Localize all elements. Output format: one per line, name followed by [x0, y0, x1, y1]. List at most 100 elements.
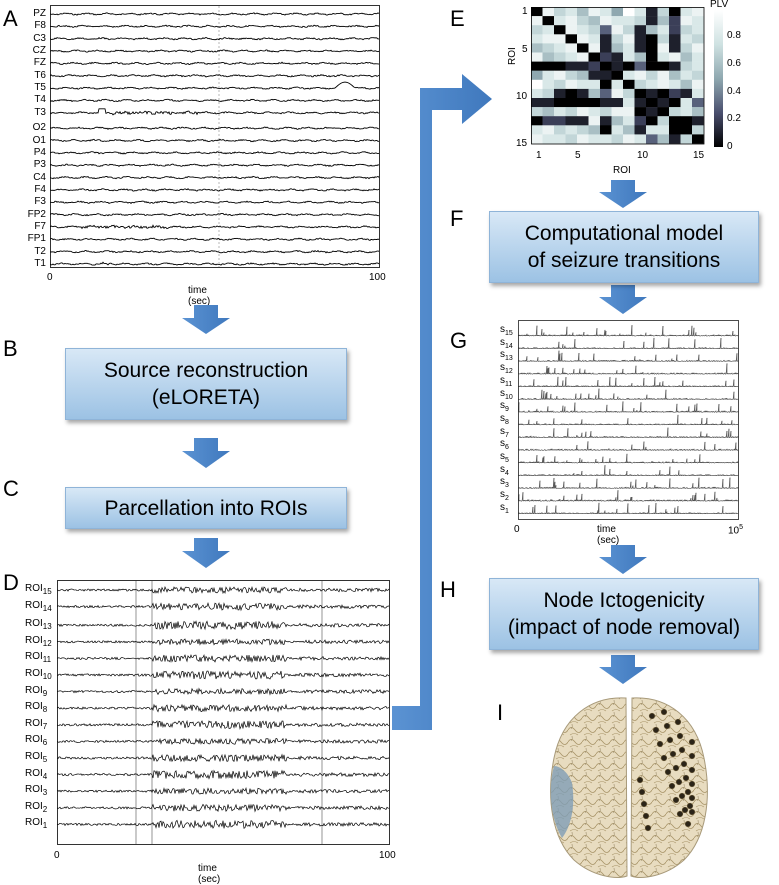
eeg-trace — [50, 49, 380, 53]
heatmap-cell — [669, 52, 681, 62]
eeg-trace — [50, 163, 380, 168]
electrode — [688, 752, 696, 760]
heatmap-cell — [611, 79, 624, 90]
heatmap-cell — [577, 88, 589, 99]
heatmap-cell — [692, 125, 704, 135]
state-label: s1 — [500, 501, 509, 515]
heatmap-cell — [680, 25, 693, 35]
heatmap-cell — [588, 88, 601, 99]
heatmap-cell — [565, 52, 578, 62]
arrow-a-to-b — [182, 305, 230, 334]
heatmap-cell — [565, 7, 578, 17]
heatmap-cell — [657, 34, 670, 44]
heatmap-cell — [669, 79, 681, 90]
heatmap-cell — [611, 88, 624, 99]
heatmap-cell — [611, 116, 624, 126]
state-trace — [518, 414, 739, 426]
eeg-channel-label: PZ — [33, 8, 46, 19]
roi-trace — [57, 769, 390, 780]
heatmap-cell — [554, 70, 566, 80]
heatmap-cell — [634, 98, 647, 108]
heatmap-cell — [600, 70, 612, 80]
heatmap-cell — [657, 61, 670, 71]
heatmap-cell — [611, 134, 624, 144]
eeg-channel-label: F3 — [34, 196, 46, 208]
heatmap-cell — [669, 88, 681, 99]
heatmap-cell — [657, 70, 670, 80]
heatmap-cell — [646, 34, 658, 44]
roi-trace — [57, 687, 390, 696]
eeg-xtick-100: 100 — [369, 272, 386, 283]
heatmap-cell — [588, 125, 601, 135]
electrode — [681, 806, 689, 814]
heatmap-cell — [554, 88, 566, 99]
heatmap-cell — [680, 52, 693, 62]
eeg-channel-label: T2 — [34, 245, 46, 257]
state-trace — [518, 441, 739, 452]
roi-trace — [57, 719, 390, 730]
heatmap-cell — [634, 134, 647, 144]
brain-illustration — [550, 697, 708, 878]
roi-label: ROI12 — [25, 634, 52, 648]
heatmap-xtick-15: 15 — [693, 150, 705, 161]
heatmap-cell — [646, 43, 658, 53]
heatmap-cell — [611, 7, 624, 17]
arrow-f-to-g — [599, 285, 647, 314]
heatmap-cell — [692, 7, 704, 17]
heatmap-cell — [680, 16, 693, 26]
roi-frame — [57, 580, 390, 845]
heatmap-cell — [669, 61, 681, 71]
heatmap-cell — [692, 25, 704, 35]
electrode — [669, 750, 677, 758]
heatmap-cell — [657, 107, 670, 117]
heatmap-cell — [577, 134, 589, 144]
heatmap-cell — [669, 16, 681, 26]
heatmap-cell — [623, 134, 635, 144]
heatmap-cell — [646, 88, 658, 99]
heatmap-cell — [680, 43, 693, 53]
eeg-channel-label: T5 — [34, 82, 46, 94]
box-c-text: Parcellation into ROIs — [104, 496, 308, 520]
heatmap-cell — [692, 134, 704, 144]
colorbar-tick-0: 0 — [727, 141, 733, 152]
source-reconstruction-box: Source reconstruction (eLORETA) — [65, 348, 347, 420]
heatmap-cell — [542, 52, 555, 62]
state-trace — [518, 427, 739, 439]
colorbar-tick-04: 0.4 — [727, 86, 741, 97]
box-b-line1: Source reconstruction — [103, 359, 309, 382]
heatmap-cell — [623, 43, 635, 53]
state-xtick-0: 0 — [514, 524, 520, 535]
eeg-channel-label: P3 — [33, 159, 46, 171]
heatmap-xtick-10: 10 — [637, 150, 649, 161]
panel-letter-d: D — [3, 570, 19, 595]
heatmap-cell — [600, 43, 612, 53]
heatmap-cell — [577, 25, 589, 35]
heatmap-cell — [669, 125, 681, 135]
roi-trace — [57, 585, 390, 595]
heatmap-ylabel: ROI — [507, 47, 518, 65]
heatmap-cell — [554, 125, 566, 135]
brain-right-hemisphere — [630, 697, 708, 878]
heatmap-cell — [600, 52, 612, 62]
heatmap-cell — [611, 52, 624, 62]
heatmap-cell — [565, 16, 578, 26]
heatmap-cell — [531, 61, 543, 71]
roi-label: ROI3 — [25, 784, 48, 798]
heatmap-cell — [623, 7, 635, 17]
state-label: s15 — [500, 324, 513, 337]
brain-blue-region — [550, 766, 574, 838]
heatmap-cell — [611, 16, 624, 26]
eeg-channel-label: T6 — [34, 69, 46, 81]
colorbar-title: PLV — [710, 0, 729, 10]
heatmap-cell — [600, 134, 612, 144]
heatmap-cell — [577, 125, 589, 135]
heatmap-cell — [692, 52, 704, 62]
heatmap-cell — [531, 98, 543, 108]
heatmap-cell — [577, 79, 589, 90]
eeg-trace — [50, 261, 380, 266]
state-trace — [518, 337, 739, 350]
electrode — [664, 768, 672, 776]
arrow-b-to-c — [182, 438, 230, 468]
electrode — [636, 776, 644, 784]
state-label: s11 — [500, 374, 513, 388]
